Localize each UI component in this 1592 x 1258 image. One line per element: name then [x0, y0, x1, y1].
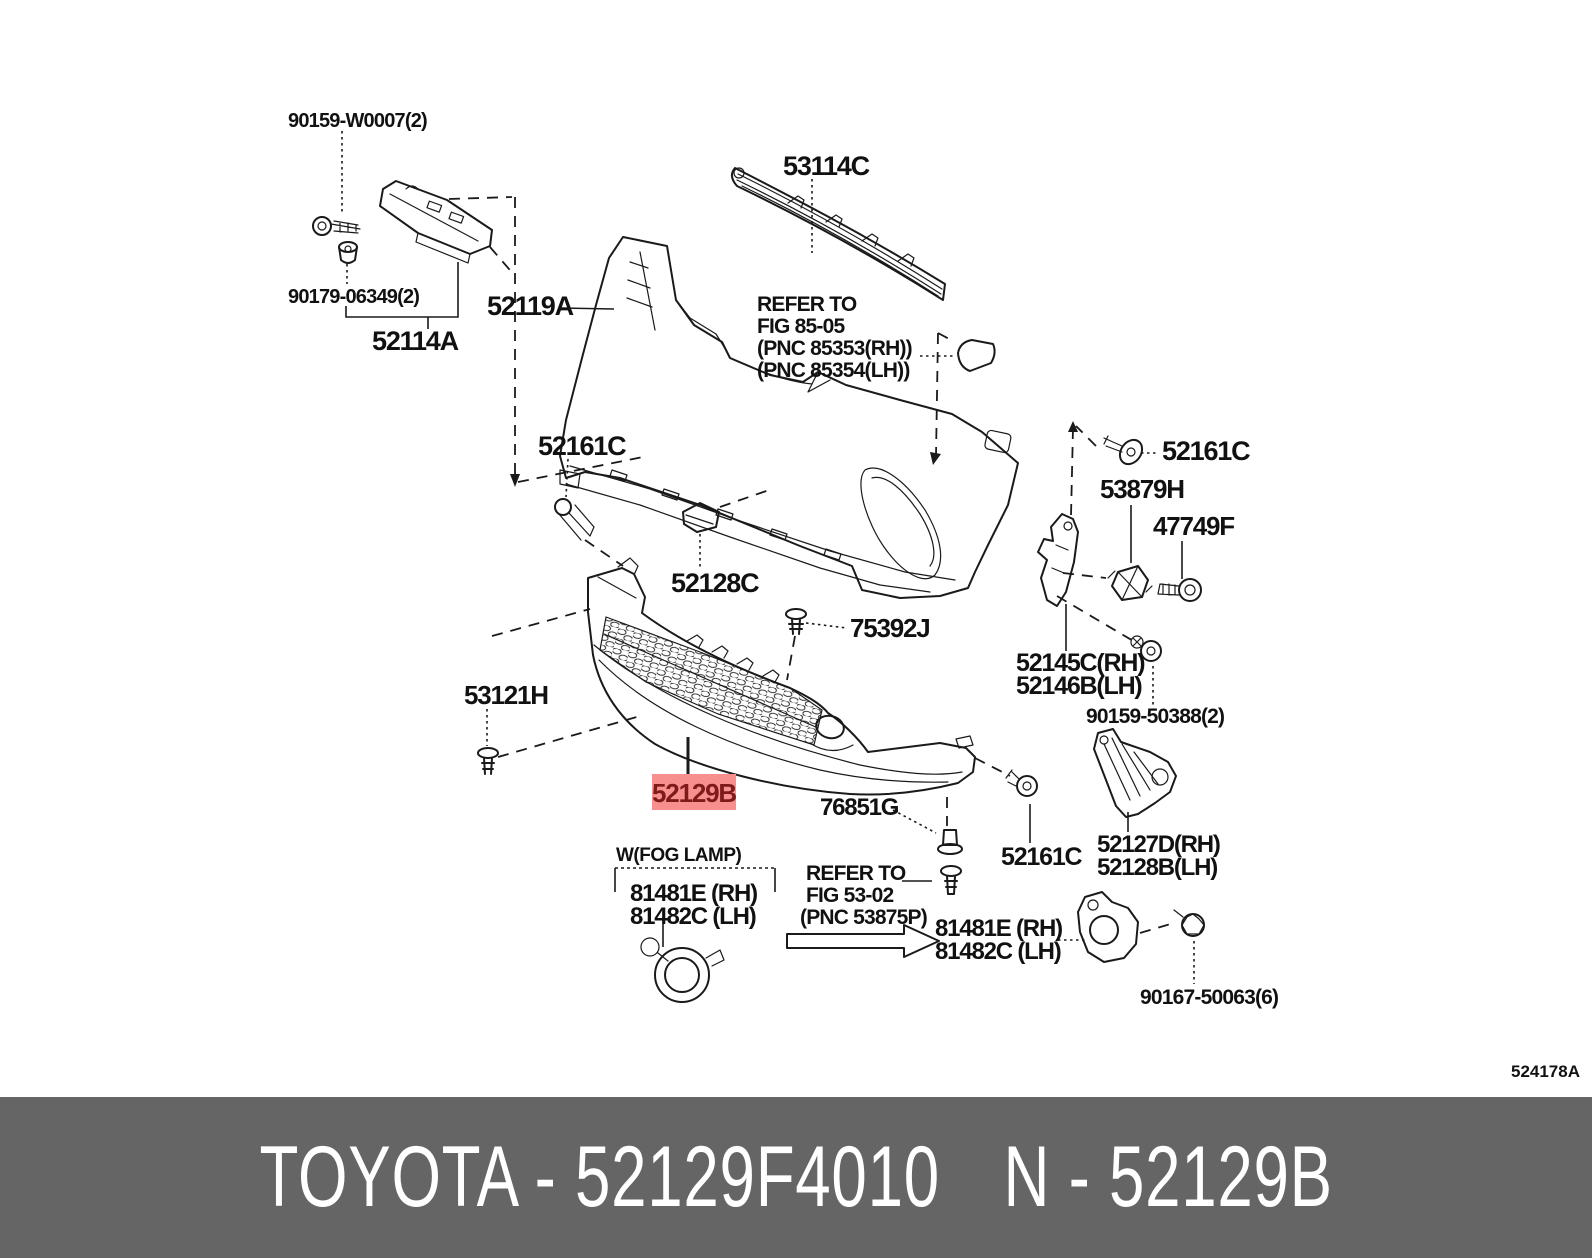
part-label-53121h[interactable]: 53121H: [464, 680, 549, 710]
part-label-52127d[interactable]: 52127D(RH): [1097, 831, 1221, 858]
note-refer-fig53-line3: (PNC 53875P): [800, 906, 927, 929]
part-label-81482c-right[interactable]: 81482C (LH): [935, 938, 1062, 965]
grommet-76851-art: [937, 829, 963, 855]
fog-bracket-left-art: [640, 937, 725, 1003]
banner: TOYOTA - 52129F4010 N - 52129B: [0, 1097, 1592, 1258]
upper-grille-art: [731, 167, 946, 301]
part-label-53114c[interactable]: 53114C: [783, 151, 871, 181]
note-refer-fig85-line3: (PNC 85353(RH)): [757, 337, 912, 360]
lower-grille-art: [587, 557, 976, 796]
part-label-90179-06349[interactable]: 90179-06349(2): [288, 286, 420, 308]
clip-50388-art: [1130, 635, 1162, 662]
part-label-53879h[interactable]: 53879H: [1100, 474, 1185, 504]
side-bracket-52145-art: [1037, 513, 1079, 607]
part-label-81482c-left[interactable]: 81482C (LH): [630, 903, 757, 930]
part-label-90167-50063[interactable]: 90167-50063(6): [1140, 986, 1279, 1009]
cover-flap-52128c-art: [682, 502, 720, 533]
note-refer-fig85-line1: REFER TO: [757, 293, 857, 316]
note-refer-fig85-line2: FIG 85-05: [757, 315, 845, 338]
banner-left-text: TOYOTA - 52129F4010: [259, 1129, 940, 1225]
banner-right-text: N - 52129B: [1003, 1129, 1333, 1225]
part-label-52128b[interactable]: 52128B(LH): [1097, 854, 1218, 881]
diagram-line-art: [312, 167, 1205, 1003]
part-labels: 90159-W0007(2) 90179-06349(2) 52114A 531…: [288, 110, 1279, 1009]
highlighted-part-52129b[interactable]: 52129B: [652, 774, 738, 810]
part-label-90159-50388[interactable]: 90159-50388(2): [1086, 705, 1225, 728]
part-label-75392j[interactable]: 75392J: [850, 613, 931, 643]
part-label-52161c-left[interactable]: 52161C: [538, 431, 627, 461]
fog-bracket-right-art: [1077, 891, 1139, 963]
screw-53121-art: [477, 747, 499, 775]
leader-lines: [341, 131, 1195, 984]
parts-diagram: 90159-W0007(2) 90179-06349(2) 52114A 531…: [288, 110, 1580, 1081]
note-refer-fig85-line4: (PNC 85354(LH)): [757, 359, 910, 382]
upper-bumper-cover-art: [559, 236, 1019, 599]
license-plate-bracket-art: [379, 180, 493, 264]
note-fog-lamp: W(FOG LAMP): [616, 845, 742, 866]
part-label-52161c-top-right[interactable]: 52161C: [1162, 436, 1251, 466]
clip-52161c-bottom-art: [1005, 769, 1038, 797]
part-label-52146b[interactable]: 52146B(LH): [1016, 672, 1144, 700]
clip-75392-art: [785, 608, 807, 635]
washer-cap-art: [957, 339, 996, 372]
bracket-52127-art: [1093, 728, 1177, 818]
figure-ref-code: 524178A: [1511, 1062, 1580, 1081]
part-label-81481e-left[interactable]: 81481E (RH): [630, 880, 758, 907]
part-label-76851g[interactable]: 76851G: [820, 794, 900, 821]
bolt-90167-art: [1173, 909, 1205, 937]
screw-52161c-top-art: [1103, 435, 1144, 466]
part-label-52145c[interactable]: 52145C(RH): [1016, 649, 1146, 677]
part-label-52128c[interactable]: 52128C: [671, 568, 760, 598]
note-refer-fig53-line1: REFER TO: [806, 862, 906, 885]
screw-53875-art: [940, 865, 962, 895]
part-label-81481e-right[interactable]: 81481E (RH): [935, 915, 1063, 942]
clip-52161c-left-art: [554, 498, 595, 541]
plate-nut-art: [338, 241, 358, 264]
arrow-right: [786, 924, 940, 958]
part-label-52119a[interactable]: 52119A: [487, 291, 575, 321]
part-label-52129b-highlighted: 52129B: [652, 778, 736, 808]
part-label-47749f[interactable]: 47749F: [1153, 511, 1235, 541]
part-label-52114a[interactable]: 52114A: [372, 326, 460, 356]
fog-note-bracket: [614, 867, 776, 892]
part-label-90159-w0007[interactable]: 90159-W0007(2): [288, 110, 428, 132]
part-label-52161c-bottom[interactable]: 52161C: [1001, 843, 1084, 871]
note-refer-fig53-line2: FIG 53-02: [806, 884, 893, 907]
plate-bolt-art: [312, 216, 361, 236]
banner-text: TOYOTA - 52129F4010 N - 52129B: [259, 1128, 1332, 1227]
retainer-53879-art: [1107, 565, 1153, 601]
screw-47749-art: [1157, 578, 1202, 602]
